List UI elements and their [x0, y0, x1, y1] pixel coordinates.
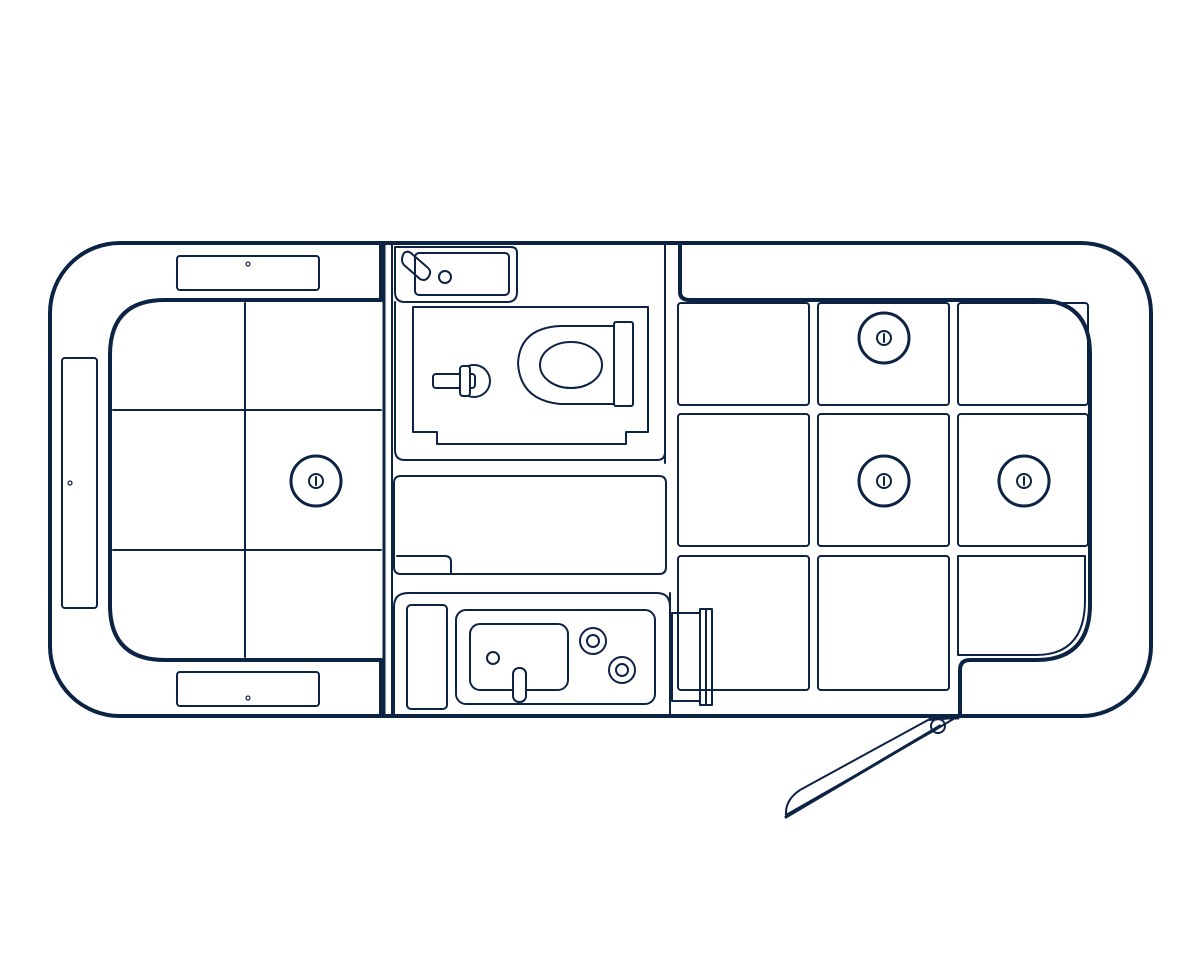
- wardrobe-unit: [393, 475, 667, 575]
- shower-handle-post: [459, 365, 471, 397]
- kitchen-worktop: [455, 609, 656, 705]
- caravan-outer-shell: [48, 241, 1153, 718]
- shower-tray: [412, 306, 649, 445]
- front-bottom-seat-back: [176, 671, 320, 707]
- vanity-drain-icon: [438, 270, 452, 284]
- wardrobe-corner-detail: [396, 555, 452, 575]
- round-button-icon-rear-right: [997, 454, 1051, 508]
- toilet-icon: [517, 321, 634, 407]
- round-button-icon-front: [289, 454, 343, 508]
- kitchen-tap-icon: [512, 667, 527, 703]
- front-cushion-grid: [112, 302, 382, 658]
- sink-drain-icon: [486, 651, 500, 665]
- front-top-seat-back: [176, 255, 320, 291]
- front-side-seat-back: [61, 357, 98, 609]
- front-lounge-outline: [108, 243, 383, 718]
- washroom-vanity: [394, 246, 518, 303]
- gas-burner-icon-1: [579, 627, 607, 655]
- vanity-tap-icon: [401, 250, 432, 281]
- rear-lounge-outline: [678, 243, 1092, 718]
- entry-door-icon: [784, 716, 960, 819]
- kitchen-end-panel: [671, 612, 701, 702]
- rear-cushion-grid: [677, 302, 1089, 691]
- front-top-seat-back-dot: [245, 261, 251, 267]
- fridge-unit: [406, 604, 448, 710]
- round-button-icon-rear-top: [857, 311, 911, 365]
- washroom-box: [394, 301, 666, 461]
- front-bottom-seat-back-dot: [245, 695, 251, 701]
- round-button-icon-rear-middle: [857, 454, 911, 508]
- gas-burner-icon-2: [608, 656, 636, 684]
- kitchen-counter: [393, 592, 671, 717]
- front-side-seat-back-dot: [67, 480, 73, 486]
